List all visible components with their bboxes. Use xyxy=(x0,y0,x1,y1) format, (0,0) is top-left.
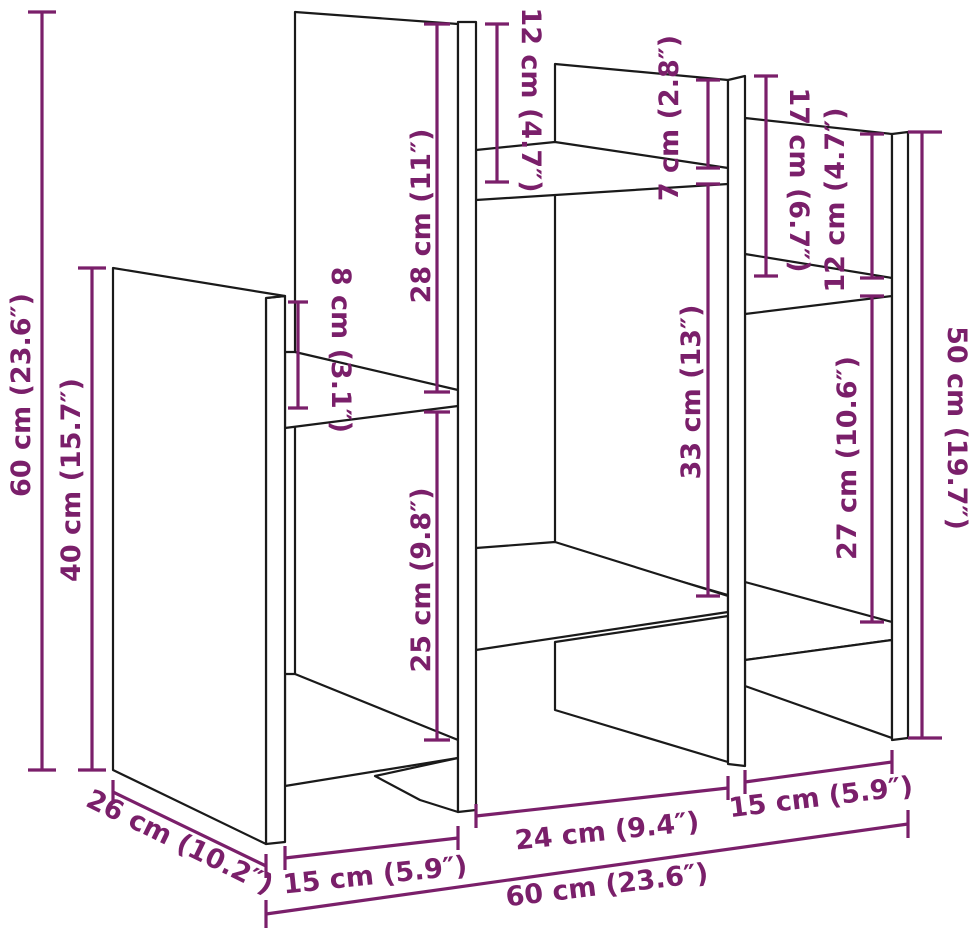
label-right-upper-gap: 12 cm (4.7″) xyxy=(820,107,851,292)
label-left-lower-height: 25 cm (9.8″) xyxy=(406,487,437,672)
tall-divider-panel xyxy=(456,20,478,814)
label-middle-upper-gap: 7 cm (2.8″) xyxy=(654,35,685,201)
dim-left-width-line xyxy=(284,836,459,860)
middle-right-divider xyxy=(726,74,747,768)
dim-total-width-line xyxy=(265,822,909,916)
label-left-unit-height: 40 cm (15.7″) xyxy=(56,378,87,582)
label-right-width: 15 cm (5.9″) xyxy=(727,771,914,824)
left-front-edge xyxy=(264,294,287,846)
dim-right-width-line xyxy=(744,760,893,784)
dimension-lines xyxy=(28,10,942,928)
label-middle-lower-height: 33 cm (13″) xyxy=(676,305,707,480)
label-right-top-gap: 17 cm (6.7″) xyxy=(783,87,814,272)
left-side-panel xyxy=(111,266,287,846)
label-middle-top-gap: 12 cm (4.7″) xyxy=(515,7,546,192)
shelf-unit xyxy=(111,10,910,846)
right-side-panel xyxy=(890,130,910,742)
label-left-width: 15 cm (5.9″) xyxy=(281,850,468,900)
dim-middle-width-line xyxy=(475,786,729,818)
label-total-height: 60 cm (23.6″) xyxy=(6,293,37,497)
dim-depth-line xyxy=(112,790,267,868)
label-left-gap: 8 cm (3.1″) xyxy=(325,267,356,433)
label-right-lower-height: 27 cm (10.6″) xyxy=(832,356,863,560)
middle-base xyxy=(553,614,730,764)
label-right-unit-height: 50 cm (19.7″) xyxy=(941,326,972,530)
label-left-upper-height: 28 cm (11″) xyxy=(406,129,437,304)
label-middle-width: 24 cm (9.4″) xyxy=(513,806,700,856)
